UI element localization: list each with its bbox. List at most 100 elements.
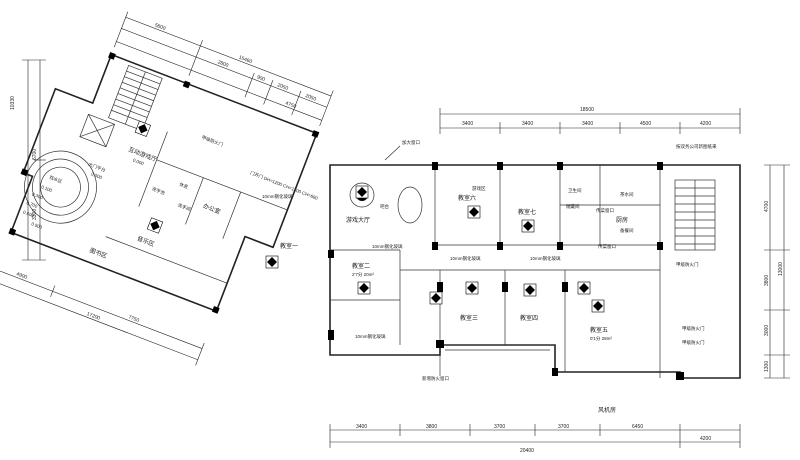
bottom-left-dimension-chain: 4900 17200 7750 xyxy=(0,269,205,366)
dim-top-right-0: 18500 xyxy=(580,107,594,113)
dim-bottom-right-1: 3800 xyxy=(426,424,437,430)
label-serve-window-2: 传菜窗口 xyxy=(598,243,616,250)
label-washroom: 洗手间 xyxy=(177,202,193,214)
label-glass-3: 10mm钢化玻璃 xyxy=(450,255,481,262)
tile-kitchen-corridor xyxy=(577,281,591,295)
room-game-area: 游戏区 xyxy=(472,185,486,192)
staircase-right xyxy=(674,179,716,251)
label-fire-door-3: 甲级防火门 xyxy=(682,325,705,332)
dim-bottom-left-0: 4900 xyxy=(15,271,28,281)
level-2: 0.100 xyxy=(40,184,53,193)
dim-left-0: 10330 xyxy=(10,96,16,110)
room-classroom-3: 教室三 xyxy=(460,314,478,322)
dim-top-right-2: 3400 xyxy=(522,121,533,127)
room-kitchen: 厨房 xyxy=(616,216,628,224)
room-classroom-1: 教室一 xyxy=(280,242,298,250)
label-fire-door-2: 甲级防火门 xyxy=(676,261,699,268)
staircase-top xyxy=(108,64,163,132)
room-classroom-4: 教室四 xyxy=(520,314,538,322)
dim-right-0: 4700 xyxy=(764,201,770,212)
level-1: 0.000 xyxy=(90,171,103,180)
dim-bottom-left-2: 7750 xyxy=(127,314,140,324)
classroom-2-note: 2'7分 20m² xyxy=(352,271,374,278)
tile-music xyxy=(146,217,164,234)
water-area-label: 戏水区 xyxy=(48,174,64,186)
tile-classroom-5 xyxy=(591,299,605,313)
dim-bottom-right-0: 3400 xyxy=(356,424,367,430)
dim-right-3: 3000 xyxy=(764,325,770,336)
dim-top-right-4: 4500 xyxy=(640,121,651,127)
room-classroom-5: 教室五 xyxy=(590,326,608,334)
room-classroom-6: 教室六 xyxy=(458,194,476,202)
classroom-5-note: 0'1分 28m² xyxy=(590,335,612,342)
label-sink: 洗手池 xyxy=(151,185,167,197)
label-big-window: 加大窗口 xyxy=(402,139,420,146)
dim-bottom-right-4: 6450 xyxy=(632,424,643,430)
level-4: 0.700 xyxy=(26,200,39,209)
label-pantry: 备餐间 xyxy=(620,227,634,234)
dim-bottom-left-1: 17200 xyxy=(86,311,101,322)
dim-top-left-6: 4750 xyxy=(284,100,297,110)
label-glass-1: 10mm钢化玻璃 xyxy=(262,193,293,200)
tile-classroom-6 xyxy=(467,205,481,219)
dim-bottom-right-3: 3700 xyxy=(558,424,569,430)
dim-top-right-5: 4200 xyxy=(700,121,711,127)
dim-top-left-3: 900 xyxy=(256,74,266,83)
label-glass-5: 10mm钢化玻璃 xyxy=(355,333,386,340)
label-bar: 吧台 xyxy=(380,203,389,210)
dim-right-2: 3800 xyxy=(764,275,770,286)
room-game-hall: 游戏大厅 xyxy=(346,216,370,224)
bottom-right-dimension-chain: 3400 3800 3700 3700 6450 4200 20400 xyxy=(329,424,741,454)
label-rest: 休息 xyxy=(178,181,189,191)
tile-classroom-1 xyxy=(265,255,279,269)
label-property-note: 按双务公司新图纸来 xyxy=(676,143,717,150)
interactive-hall-level: 0.000 xyxy=(132,157,145,166)
tile-game-hall xyxy=(355,185,369,199)
dim-bottom-right-6: 20400 xyxy=(520,448,534,454)
dim-right-1: 13000 xyxy=(778,262,784,276)
label-serve-window-1: 传菜窗口 xyxy=(596,207,614,214)
main-columns xyxy=(328,162,684,380)
tile-corridor xyxy=(429,291,443,305)
room-classroom-7: 教室七 xyxy=(518,208,536,216)
tile-interactive-hall xyxy=(134,120,152,137)
dim-left-1: 6700 xyxy=(32,149,38,160)
room-restroom: 卫生间 xyxy=(568,187,582,194)
tile-classroom-2 xyxy=(357,281,371,295)
tile-classroom-4 xyxy=(523,283,537,297)
main-block-outline xyxy=(329,164,741,379)
room-machine: 风机房 xyxy=(598,406,616,414)
label-glass-2: 10mm钢化玻璃 xyxy=(372,243,403,250)
dim-top-right-1: 3400 xyxy=(462,121,473,127)
elevator-shafts xyxy=(79,113,116,148)
water-play-area: 戏水区 0.100 0.300 0.700 0.600 0.500 0.000 … xyxy=(22,150,107,230)
level-3: 0.300 xyxy=(31,192,44,201)
tile-classroom-7 xyxy=(521,219,535,233)
main-partitions xyxy=(330,165,661,378)
label-tea: 茶水间 xyxy=(620,191,634,198)
label-glass-4: 10mm钢化玻璃 xyxy=(530,255,561,262)
dim-top-right-3: 3400 xyxy=(582,121,593,127)
room-classroom-2: 教室二 xyxy=(352,262,370,270)
dim-top-left-5: 2050 xyxy=(304,93,317,103)
top-right-dimension-chain: 18500 3400 3400 3400 4500 4200 xyxy=(439,107,741,134)
right-dimension-chain: 4700 13000 3800 3000 1300 xyxy=(764,164,790,379)
dim-top-left-1: 15460 xyxy=(238,55,253,66)
dim-left-2: 3300 xyxy=(32,209,38,220)
dim-top-left-4: 2050 xyxy=(276,82,289,92)
label-storage: 储藏间 xyxy=(566,203,580,210)
label-bottom-note: 新增防火窗口 xyxy=(422,375,449,382)
dim-bottom-right-2: 3700 xyxy=(494,424,505,430)
tile-classroom-3 xyxy=(465,281,479,295)
level-6: 0.500 xyxy=(31,221,44,230)
left-dimension-chain: 10330 6700 3300 xyxy=(10,59,46,261)
dim-right-4: 1300 xyxy=(764,361,770,372)
top-left-dimension-chain: 5800 15460 2800 900 2050 2050 4750 xyxy=(113,11,334,127)
dim-top-left-2: 2800 xyxy=(217,59,230,69)
label-fire-door-4: 甲级防火门 xyxy=(682,339,705,346)
level-5: 0.600 xyxy=(22,210,35,219)
dim-top-left-0: 5800 xyxy=(154,22,167,32)
rotated-left-wing: 5800 15460 2800 900 2050 2050 4750 xyxy=(0,11,334,366)
dim-bottom-right-5: 4200 xyxy=(700,436,711,442)
